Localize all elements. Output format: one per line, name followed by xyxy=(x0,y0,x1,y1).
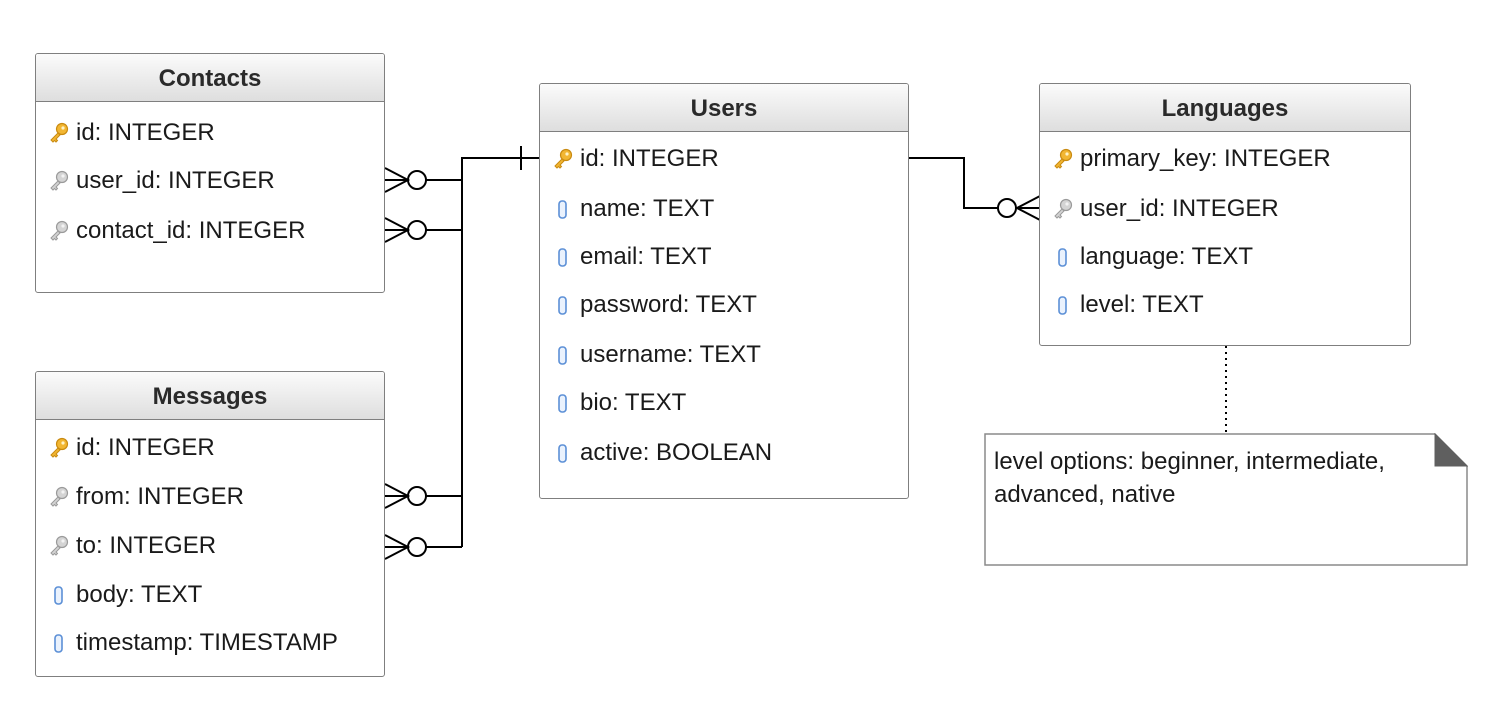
languages-user-id-zero-mark xyxy=(997,198,1017,218)
column-icon xyxy=(1052,245,1074,269)
users-table[interactable]: Users id: INTEGER name: TEXT email: TEXT… xyxy=(539,83,909,499)
contacts-field-id-label: id: INTEGER xyxy=(76,119,215,146)
messages-table-title: Messages xyxy=(36,372,384,420)
messages-table[interactable]: Messages id: INTEGER from: INTEGER to: I… xyxy=(35,371,385,677)
messages-from-crowfoot xyxy=(384,483,411,509)
column-icon xyxy=(48,583,70,607)
users-field-active-label: active: BOOLEAN xyxy=(580,439,773,466)
users-field-email-label: email: TEXT xyxy=(580,243,712,270)
messages-field-id-label: id: INTEGER xyxy=(76,434,215,461)
users-field-id[interactable]: id: INTEGER xyxy=(552,144,719,174)
messages-to-crowfoot xyxy=(384,534,411,560)
column-icon xyxy=(552,441,574,465)
languages-field-primary-key-label: primary_key: INTEGER xyxy=(1080,145,1331,172)
users-field-email[interactable]: email: TEXT xyxy=(552,242,712,272)
note-shape xyxy=(984,433,1468,566)
contacts-field-id[interactable]: id: INTEGER xyxy=(48,118,215,148)
contacts-field-contact-id[interactable]: contact_id: INTEGER xyxy=(48,216,305,246)
languages-field-primary-key[interactable]: primary_key: INTEGER xyxy=(1052,144,1331,174)
messages-field-from[interactable]: from: INTEGER xyxy=(48,482,244,512)
column-icon xyxy=(1052,293,1074,317)
key-icon xyxy=(1052,147,1074,171)
users-field-id-label: id: INTEGER xyxy=(580,145,719,172)
foreign-key-icon xyxy=(48,169,70,193)
users-table-title: Users xyxy=(540,84,908,132)
users-field-password[interactable]: password: TEXT xyxy=(552,290,757,320)
messages-field-from-label: from: INTEGER xyxy=(76,483,245,510)
messages-field-timestamp[interactable]: timestamp: TIMESTAMP xyxy=(48,628,338,658)
contacts-field-user-id-label: user_id: INTEGER xyxy=(76,167,275,194)
column-icon xyxy=(552,343,574,367)
note-text: level options: beginner, intermediate, a… xyxy=(994,448,1385,508)
languages-field-level-label: level: TEXT xyxy=(1080,291,1204,318)
messages-field-to[interactable]: to: INTEGER xyxy=(48,531,216,561)
contacts-table-title: Contacts xyxy=(36,54,384,102)
contacts-field-contact-id-label: contact_id: INTEGER xyxy=(76,217,306,244)
contacts-table[interactable]: Contacts id: INTEGER user_id: INTEGER co… xyxy=(35,53,385,293)
foreign-key-icon xyxy=(48,485,70,509)
contacts-user-id-crowfoot xyxy=(384,167,411,193)
column-icon xyxy=(552,245,574,269)
users-field-password-label: password: TEXT xyxy=(580,291,757,318)
level-options-note[interactable]: level options: beginner, intermediate, a… xyxy=(984,433,1468,566)
languages-field-language[interactable]: language: TEXT xyxy=(1052,242,1253,272)
users-field-name[interactable]: name: TEXT xyxy=(552,194,714,224)
languages-field-language-label: language: TEXT xyxy=(1080,243,1254,270)
column-icon xyxy=(552,197,574,221)
column-icon xyxy=(552,293,574,317)
column-icon xyxy=(48,631,70,655)
languages-table[interactable]: Languages primary_key: INTEGER user_id: … xyxy=(1039,83,1411,346)
users-field-username[interactable]: username: TEXT xyxy=(552,340,761,370)
contacts-contact-id-zero-mark xyxy=(407,220,427,240)
users-field-active[interactable]: active: BOOLEAN xyxy=(552,438,772,468)
languages-field-user-id-label: user_id: INTEGER xyxy=(1080,195,1279,222)
foreign-key-icon xyxy=(48,219,70,243)
users-id-trunk-line xyxy=(461,157,540,547)
contacts-contact-id-crowfoot xyxy=(384,217,411,243)
languages-field-level[interactable]: level: TEXT xyxy=(1052,290,1204,320)
column-icon xyxy=(552,391,574,415)
foreign-key-icon xyxy=(48,534,70,558)
contacts-user-id-zero-mark xyxy=(407,170,427,190)
users-field-username-label: username: TEXT xyxy=(580,341,761,368)
messages-field-body[interactable]: body: TEXT xyxy=(48,580,202,610)
key-icon xyxy=(48,121,70,145)
users-field-bio-label: bio: TEXT xyxy=(580,389,687,416)
users-field-bio[interactable]: bio: TEXT xyxy=(552,388,686,418)
messages-field-body-label: body: TEXT xyxy=(76,581,203,608)
users-field-name-label: name: TEXT xyxy=(580,195,715,222)
key-icon xyxy=(552,147,574,171)
languages-user-id-crowfoot xyxy=(1014,195,1041,221)
messages-field-timestamp-label: timestamp: TIMESTAMP xyxy=(76,629,338,656)
languages-field-user-id[interactable]: user_id: INTEGER xyxy=(1052,194,1279,224)
messages-field-id[interactable]: id: INTEGER xyxy=(48,433,215,463)
contacts-field-user-id[interactable]: user_id: INTEGER xyxy=(48,166,275,196)
messages-field-to-label: to: INTEGER xyxy=(76,532,217,559)
key-icon xyxy=(48,436,70,460)
messages-to-zero-mark xyxy=(407,537,427,557)
foreign-key-icon xyxy=(1052,197,1074,221)
languages-table-title: Languages xyxy=(1040,84,1410,132)
messages-from-zero-mark xyxy=(407,486,427,506)
